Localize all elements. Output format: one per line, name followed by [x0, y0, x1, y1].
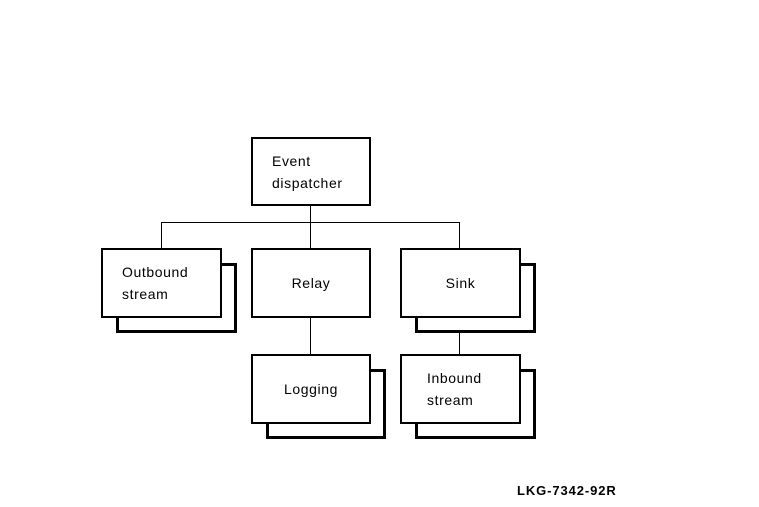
- node-sink: Sink: [400, 248, 521, 318]
- connector-drop-outbound: [161, 222, 162, 249]
- node-inbound-stream-label-line2: stream: [427, 392, 474, 408]
- node-event-dispatcher-label-line2: dispatcher: [272, 174, 343, 191]
- node-outbound-stream: Outbound stream: [101, 248, 222, 318]
- connector-drop-relay: [310, 222, 311, 249]
- node-relay-label: Relay: [291, 275, 331, 291]
- node-outbound-stream-label-line1: Outbound: [122, 264, 189, 280]
- node-event-dispatcher: Event dispatcher: [251, 137, 371, 206]
- connector-dispatcher-stub: [310, 206, 311, 223]
- connector-drop-sink: [459, 222, 460, 249]
- figure-number: LKG-7342-92R: [517, 483, 617, 498]
- node-inbound-stream: Inbound stream: [400, 354, 521, 424]
- node-inbound-stream-label-line1: Inbound: [427, 370, 482, 386]
- node-event-dispatcher-label-line1: Event: [272, 152, 311, 169]
- node-relay: Relay: [251, 248, 371, 318]
- connector-sink-inbound: [459, 317, 460, 355]
- node-sink-label: Sink: [445, 275, 476, 291]
- node-outbound-stream-label-line2: stream: [122, 286, 169, 302]
- node-logging: Logging: [251, 354, 371, 424]
- connector-relay-logging: [310, 317, 311, 355]
- node-logging-label: Logging: [283, 381, 339, 397]
